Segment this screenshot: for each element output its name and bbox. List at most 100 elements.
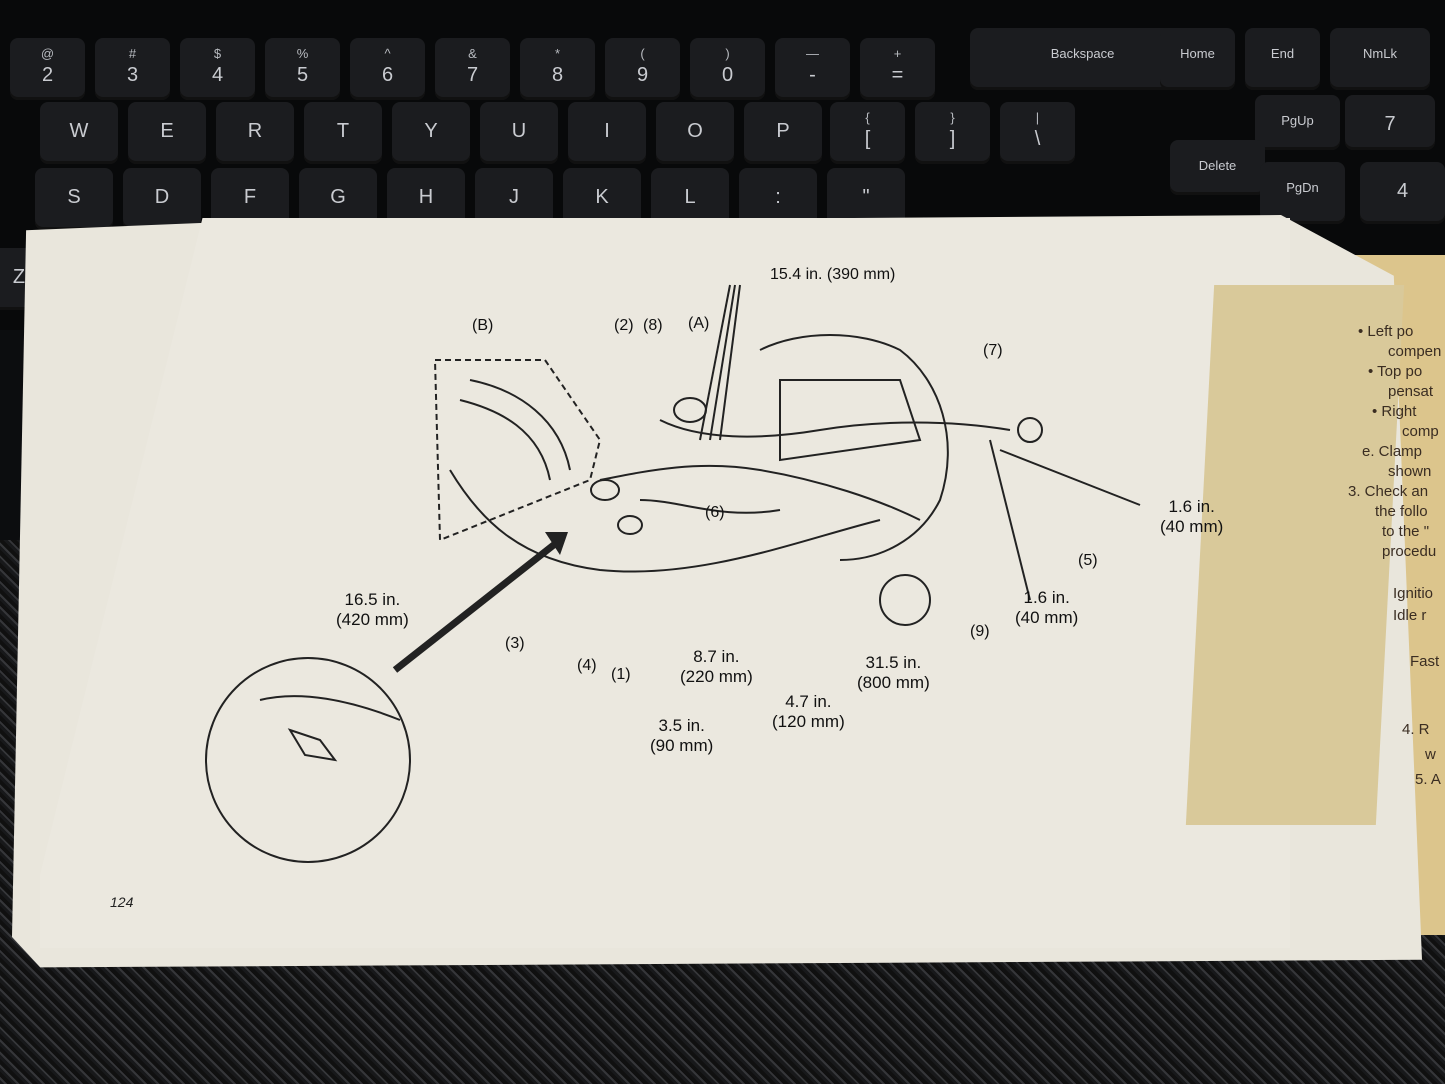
key-label: S: [67, 186, 81, 208]
label-1: (1): [611, 666, 631, 683]
key-label: K: [595, 186, 609, 208]
key: W: [40, 102, 118, 164]
key: End: [1245, 28, 1320, 90]
key-label: 8: [551, 64, 564, 86]
key-label: O: [687, 120, 703, 142]
key-label: PgUp: [1281, 113, 1314, 128]
key: }]: [915, 102, 990, 164]
right-page-line: 3. Check an: [1348, 483, 1429, 500]
key: &7: [435, 38, 510, 100]
key: S: [35, 168, 113, 230]
key: Delete: [1170, 140, 1265, 195]
right-page-line: • Right: [1372, 403, 1417, 420]
key-symbol: &: [468, 46, 477, 61]
pointer-arrow: [392, 537, 563, 673]
label-a: (A): [688, 315, 710, 332]
key-label: NmLk: [1363, 46, 1397, 61]
key-label: T: [336, 120, 350, 142]
key-label: ": [862, 186, 870, 208]
right-page-line: e. Clamp: [1362, 443, 1423, 460]
right-page-line: • Left po: [1358, 323, 1414, 340]
key: Backspace: [970, 28, 1195, 90]
key-symbol: %: [296, 46, 309, 61]
key-symbol: #: [128, 46, 137, 61]
key-label: Y: [424, 120, 438, 142]
label-8: (8): [643, 317, 663, 334]
right-page-line: compen: [1388, 343, 1442, 360]
label-left-dim: 16.5 in.(420 mm): [336, 590, 409, 630]
right-page-line: Fast: [1410, 653, 1440, 670]
key: @2: [10, 38, 85, 100]
dim-mm: (420 mm): [336, 610, 409, 629]
right-page-line: 5. A: [1415, 771, 1441, 788]
right-page-line: pensat: [1388, 383, 1434, 400]
key-label: 7: [466, 64, 479, 86]
key-label: F: [243, 186, 257, 208]
key-label: 2: [41, 64, 54, 86]
key-symbol: ): [725, 46, 730, 61]
key-label: Home: [1180, 46, 1215, 61]
key-label: 4: [211, 64, 224, 86]
label-3: (3): [505, 635, 525, 652]
key-label: -: [809, 64, 816, 86]
right-page-line: to the ": [1382, 523, 1430, 540]
label-315: 31.5 in.(800 mm): [857, 653, 930, 693]
key: —-: [775, 38, 850, 100]
dim-in: 16.5 in.: [344, 590, 401, 609]
label-35: 3.5 in.(90 mm): [650, 716, 713, 756]
dim-in: 1.6 in.: [1023, 588, 1070, 607]
key-symbol: }: [950, 110, 955, 125]
key: E: [128, 102, 206, 164]
key-label: R: [247, 120, 263, 142]
key: Home: [1160, 28, 1235, 90]
key-symbol: *: [554, 46, 561, 61]
key: 7: [1345, 95, 1435, 150]
key-label: W: [69, 120, 89, 142]
right-page-line: procedu: [1382, 543, 1437, 560]
right-page-line: the follo: [1375, 503, 1428, 520]
right-page-line: Ignitio: [1393, 585, 1434, 602]
key: ^6: [350, 38, 425, 100]
key-symbol: (: [640, 46, 645, 61]
key-label: :: [775, 186, 781, 208]
page-number: 124: [110, 894, 134, 910]
inset-b-outline: [433, 359, 602, 542]
key: *8: [520, 38, 595, 100]
key: U: [480, 102, 558, 164]
key: 4: [1360, 162, 1445, 224]
key-symbol: ^: [384, 46, 391, 61]
label-6: (6): [705, 504, 725, 521]
key: P: [744, 102, 822, 164]
label-mid-dim: 1.6 in.(40 mm): [1015, 588, 1078, 628]
dim-in: 3.5 in.: [658, 716, 705, 735]
label-right-dim: 1.6 in.(40 mm): [1160, 497, 1223, 537]
key-label: Delete: [1198, 158, 1237, 173]
key-label: J: [509, 186, 519, 208]
key-label: 9: [636, 64, 649, 86]
key-label: E: [160, 120, 174, 142]
label-b: (B): [472, 317, 494, 334]
label-9: (9): [970, 623, 990, 640]
key: PgDn: [1260, 162, 1345, 224]
label-7: (7): [983, 342, 1003, 359]
dim-mm: (800 mm): [857, 673, 930, 692]
key-label: 0: [721, 64, 734, 86]
key-symbol: —: [806, 46, 819, 61]
key-label: =: [891, 64, 904, 86]
key-label: 7: [1384, 113, 1396, 135]
right-page-line: • Top po: [1368, 363, 1423, 380]
key: NmLk: [1330, 28, 1430, 90]
key: D: [123, 168, 201, 230]
key: T: [304, 102, 382, 164]
right-page-line: Idle r: [1393, 607, 1427, 624]
key: PgUp: [1255, 95, 1340, 150]
right-page-line: w: [1425, 746, 1436, 763]
key-label: 6: [381, 64, 394, 86]
key-symbol: @: [40, 46, 55, 61]
key-label: 4: [1396, 180, 1409, 202]
right-page-line: 4. R: [1402, 721, 1430, 738]
key-label: \: [1034, 128, 1041, 150]
key-label: H: [418, 186, 434, 208]
key: (9: [605, 38, 680, 100]
